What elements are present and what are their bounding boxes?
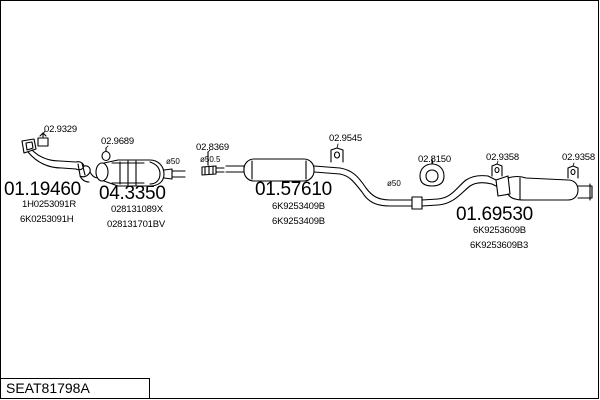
diameter-label-a: ø50 <box>166 157 180 166</box>
mid-hanger-part <box>330 147 344 163</box>
diameter-label-b: ø50.5 <box>200 155 221 164</box>
middle-silencer-part <box>225 158 413 207</box>
cat-part-number-1: 028131089X <box>111 204 163 215</box>
gasket-cat-code: 02.9689 <box>101 136 134 147</box>
front-pipe-part-number-2: 6K0253091H <box>20 214 74 225</box>
front-pipe-code: 01.19460 <box>4 179 81 200</box>
cat-code: 04.3350 <box>99 183 166 204</box>
rear-hanger-b-part <box>491 163 503 177</box>
rear-hanger-c-part <box>567 165 579 179</box>
clamp-mid-code: 02.8369 <box>196 142 229 153</box>
leader-lines <box>42 130 575 167</box>
gasket-front-code: 02.9329 <box>44 124 77 135</box>
rear-hanger-a-part <box>419 158 445 187</box>
diagram-title: SEAT81798A <box>0 378 150 399</box>
front-pipe-part <box>21 138 99 183</box>
cat-gasket-part <box>101 147 111 162</box>
hanger-rear-a-code: 02.8150 <box>418 154 451 165</box>
hanger-rear-b-code: 02.9358 <box>486 152 519 163</box>
mid-silencer-part-number-2: 6K9253409B <box>272 216 325 227</box>
hanger-rear-c-code: 02.9358 <box>562 152 595 163</box>
rear-silencer-code: 01.69530 <box>456 204 533 225</box>
hanger-mid-code: 02.9545 <box>329 133 362 144</box>
cat-part-number-2: 028131701BV <box>107 219 166 230</box>
mid-silencer-part-number-1: 6K9253409B <box>272 201 325 212</box>
catalytic-converter-part <box>95 159 186 187</box>
rear-silencer-part-number-2: 6K9253609B3 <box>470 240 529 251</box>
rear-silencer-part-number-1: 6K9253609B <box>473 225 526 236</box>
mid-silencer-code: 01.57610 <box>255 179 332 200</box>
clamp-part <box>201 151 225 176</box>
front-gasket-part <box>37 132 49 147</box>
diameter-label-c: ø50 <box>387 179 401 188</box>
rear-silencer-part <box>411 175 593 210</box>
front-pipe-part-number-1: 1H0253091R <box>22 199 76 210</box>
